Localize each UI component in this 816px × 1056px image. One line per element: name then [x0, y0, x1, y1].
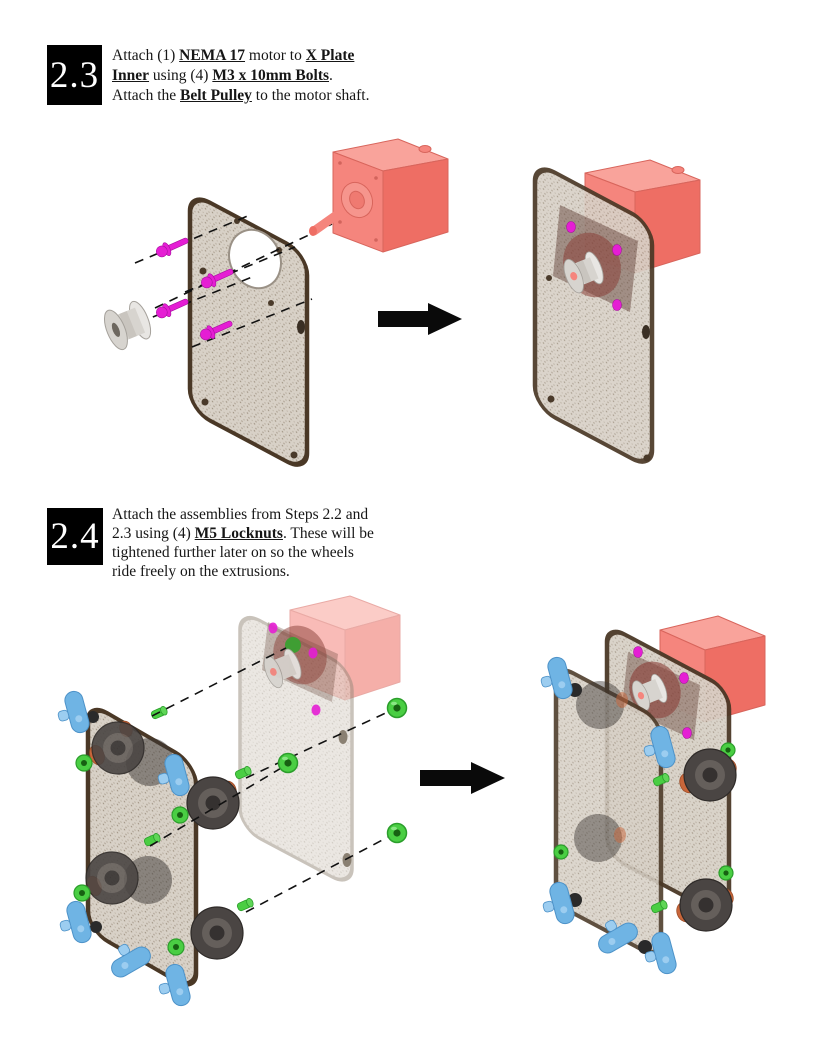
step-2-4-number: 2.4: [50, 516, 100, 557]
belt-pulley: [99, 297, 156, 354]
spacer-cap: [90, 921, 102, 933]
plate-mounting-holes: [546, 275, 651, 462]
m5-locknut: [277, 752, 299, 774]
alignment-dashed-lines: [149, 647, 391, 913]
v-wheel: [186, 776, 240, 830]
x-plate-front-assembled: [553, 668, 664, 956]
wheel-locknuts: [73, 754, 189, 956]
wheel-plate-assembly: [52, 688, 255, 1011]
arrow-right-icon: [420, 762, 505, 794]
v-wheel: [679, 878, 733, 932]
step-2-4-instruction: Attach the assemblies from Steps 2.2 and…: [112, 506, 374, 580]
m3-bolt-heads: [633, 646, 692, 739]
v-wheel-behind-plate: [576, 681, 624, 729]
v-wheel-behind-plate: [574, 814, 622, 862]
m5-locknut: [386, 822, 408, 844]
spacer-cap: [638, 940, 652, 954]
v-wheel: [91, 721, 145, 775]
step-2-3-number: 2.3: [49, 54, 100, 96]
spacer-cap: [87, 711, 99, 723]
arrow-right-icon: [378, 303, 462, 335]
m3-bolt: [153, 294, 191, 322]
belt-pulley-ghost: [263, 648, 302, 689]
assembled-motor-plate: [532, 159, 701, 464]
exploded-motor-plate-assembly: [99, 138, 449, 467]
motor-screw-holes: [338, 161, 378, 242]
belt-pulley-mounted: [563, 251, 604, 294]
step-2-3-number-box: 2.3: [47, 45, 102, 105]
motor-plate-assembly-ghost: [238, 595, 401, 882]
v-wheel: [683, 748, 737, 802]
figure-step-2-4: [52, 595, 766, 1011]
x-plate-inner: [187, 197, 310, 467]
belt-pulley-mounted: [631, 673, 668, 711]
plate-mounting-holes: [199, 218, 305, 459]
assembled-plate-pair: [535, 615, 766, 979]
step-2-4-number-box: 2.4: [47, 508, 103, 565]
v-wheel: [85, 851, 139, 905]
m3-bolt-heads: [566, 221, 622, 311]
figure-step-2-3: [99, 138, 701, 467]
m5-locknut: [386, 697, 408, 719]
m3-bolt: [153, 233, 191, 261]
m3-bolt-heads: [268, 622, 321, 716]
v-wheel: [190, 906, 244, 960]
step-2-3-instruction: Attach (1) NEMA 17 motor to X Plate Inne…: [112, 47, 370, 104]
nema17-motor: [309, 138, 449, 253]
exploded-plate-pair: [52, 595, 408, 1011]
